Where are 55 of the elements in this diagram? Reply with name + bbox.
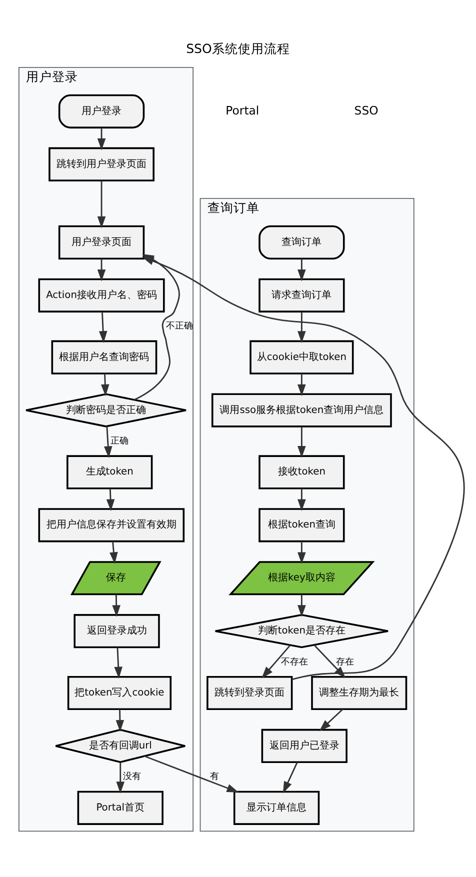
node-box: 返回用户已登录 — [261, 728, 348, 763]
node-diamond: 判断密码是否正确 — [25, 392, 187, 427]
node-box: 把token写入cookie — [67, 675, 172, 710]
edge-label: 存在 — [336, 656, 354, 667]
arrow — [298, 373, 306, 396]
arrow — [282, 762, 298, 793]
node-diamond: 判断token是否存在 — [214, 614, 389, 648]
node-diamond: 是否有回调url — [54, 728, 186, 763]
label: Portal — [226, 102, 260, 117]
arrow — [298, 258, 306, 281]
node-box: 用户登录 — [58, 94, 145, 128]
arrow — [116, 762, 125, 794]
arrow — [97, 180, 106, 228]
arrow — [144, 754, 239, 792]
node-box: 调用sso服务根据token查询用户信息 — [211, 392, 392, 427]
node-box: 生成token — [66, 454, 153, 489]
arrow — [100, 373, 110, 396]
node-box: 根据用户名查询密码 — [51, 340, 158, 374]
arrow — [97, 258, 106, 281]
arrow — [298, 540, 306, 564]
node-box: 返回登录成功 — [74, 614, 160, 648]
node-box: 用户登录页面 — [58, 224, 145, 259]
node-box: 把用户信息保存并设置有效期 — [38, 508, 185, 542]
arrow — [106, 488, 115, 511]
arrow — [104, 426, 112, 458]
arrow — [110, 540, 118, 564]
arrow — [298, 311, 306, 342]
node-box: Portal首页 — [77, 790, 164, 824]
edge-label: 正确 — [110, 436, 128, 446]
node-box: 查询订单 — [258, 224, 345, 259]
arrow — [298, 426, 306, 458]
arrow — [262, 644, 291, 678]
edge-label: 不存在 — [281, 656, 308, 667]
edge-label: 有 — [210, 772, 220, 782]
arrow — [319, 708, 344, 731]
node-box: 从cookie中取token — [250, 340, 354, 374]
label: SSO — [354, 102, 378, 117]
node-box: 显示订单信息 — [233, 790, 320, 824]
arrow — [116, 708, 124, 732]
node-box: 跳转到用户登录页面 — [48, 146, 154, 181]
diagram-title: SSO系统使用流程 — [186, 40, 290, 56]
node-box: 请求查询订单 — [258, 278, 345, 312]
edge-label: 没有 — [123, 772, 142, 782]
node-box: 跳转到登录页面 — [206, 675, 293, 710]
edge-label: 不正确 — [166, 321, 194, 332]
arrow — [98, 311, 108, 342]
arrow — [298, 488, 306, 511]
arrow — [114, 646, 122, 678]
node-box: 接收token — [258, 454, 345, 489]
node-box: 根据token查询 — [258, 508, 345, 542]
arrow — [97, 127, 106, 150]
node-box: 调整生存期为最长 — [311, 675, 408, 710]
arrow — [112, 594, 120, 617]
arrow — [298, 594, 306, 617]
node-box: Action接收用户名、密码 — [38, 278, 165, 312]
